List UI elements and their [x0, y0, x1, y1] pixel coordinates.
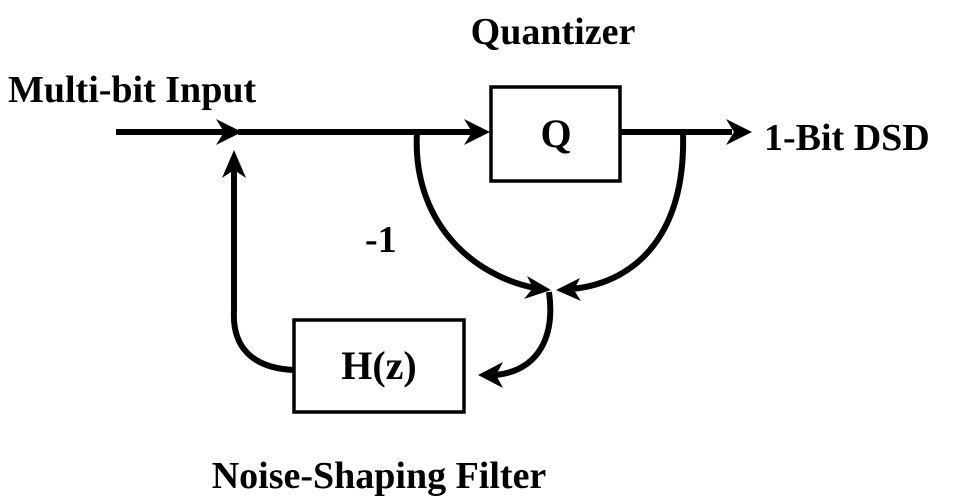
output-arrowhead — [726, 119, 752, 145]
feedback-arrowhead — [222, 150, 246, 178]
filter-box — [292, 318, 466, 414]
quantizer-box — [489, 85, 622, 183]
output-label: 1-Bit DSD — [764, 117, 930, 159]
quantizer-title: Quantizer — [471, 11, 636, 53]
input-arrowhead — [216, 119, 242, 145]
post-quantizer-arrowhead — [556, 278, 581, 301]
post-quantizer-tap-arc — [571, 131, 687, 292]
error-to-filter-arc — [495, 291, 554, 378]
input-label: Multi-bit Input — [8, 69, 256, 111]
feedback-line — [230, 170, 295, 373]
pre-quantizer-arrowhead — [524, 276, 551, 299]
quantizer-input-arrowhead — [464, 119, 490, 145]
filter-symbol: H(z) — [341, 343, 417, 388]
pre-quantizer-tap-arc — [413, 131, 536, 291]
negative-gain-label: -1 — [365, 219, 397, 261]
quantizer-symbol: Q — [540, 111, 571, 156]
filter-title: Noise-Shaping Filter — [212, 455, 547, 497]
filter-input-arrowhead — [478, 362, 503, 388]
